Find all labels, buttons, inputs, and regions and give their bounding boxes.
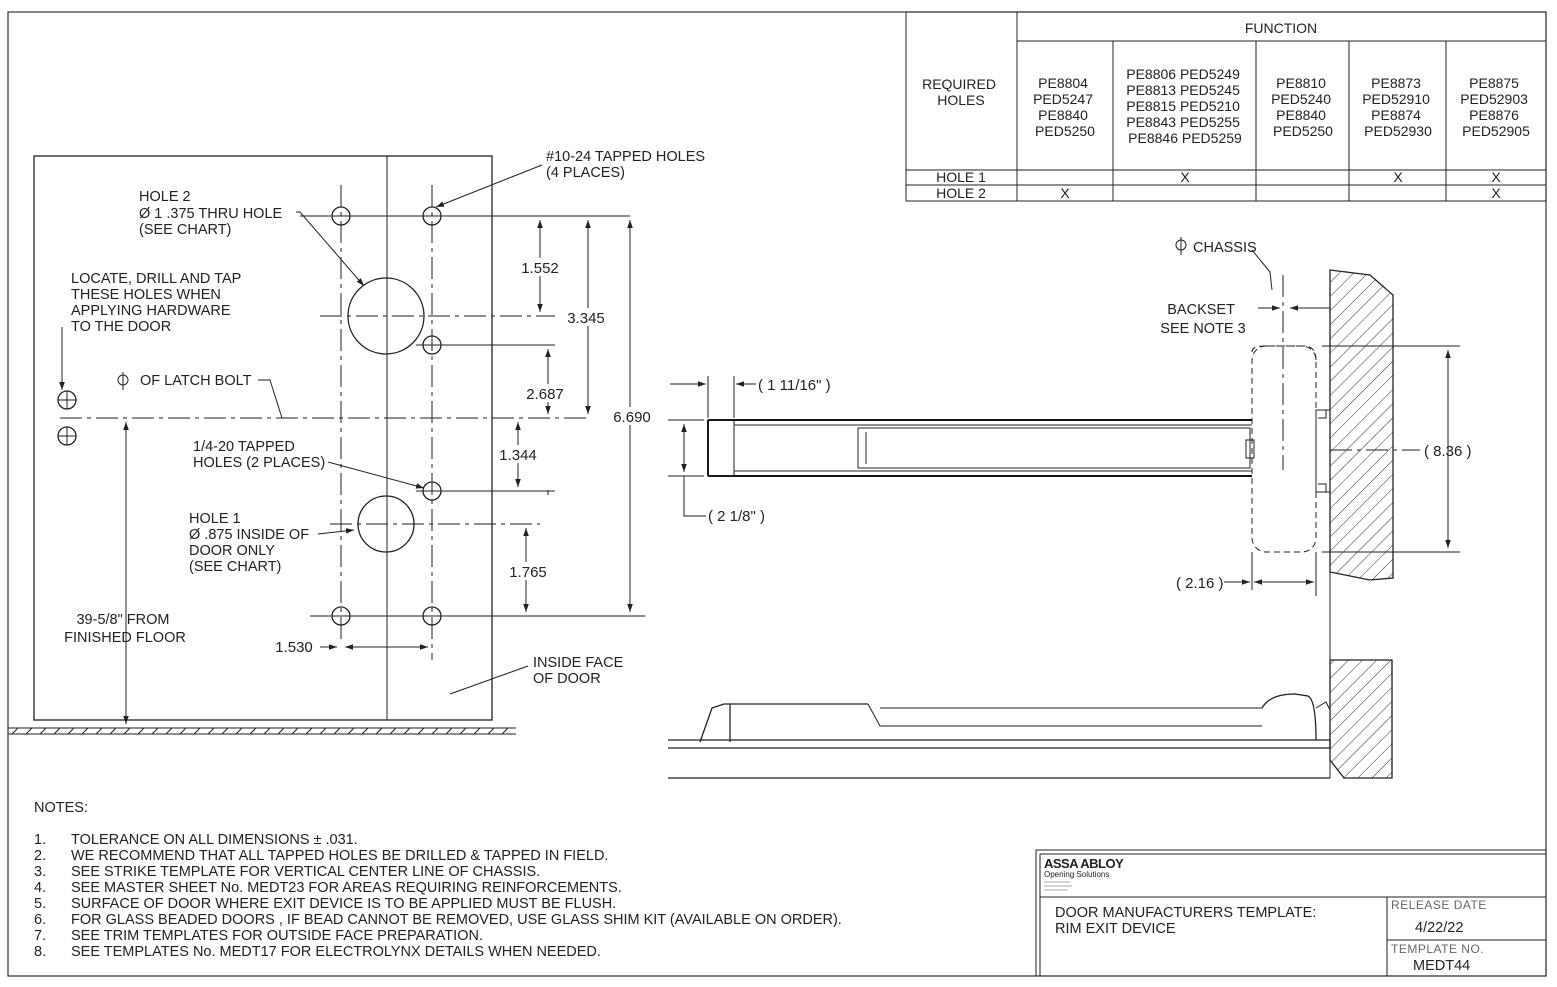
dim-1765: 1.765 — [509, 564, 547, 581]
svg-text:SEE TEMPLATES No. MEDT17 FOR E: SEE TEMPLATES No. MEDT17 FOR ELECTROLYNX… — [71, 944, 601, 960]
centerline-symbol-icon — [1175, 237, 1187, 255]
function-table: FUNCTION REQUIRED HOLES PE8804 PED5247 P… — [905, 11, 1547, 202]
note-item: 4. SEE MASTER SHEET No. MEDT23 FOR AREAS… — [34, 880, 622, 896]
template-title: DOOR MANUFACTURERS TEMPLATE: RIM EXIT DE… — [1055, 905, 1320, 937]
tapped-hole-10-24 — [331, 606, 351, 626]
dim-1530: 1.530 — [275, 639, 313, 656]
locate-drill-note: LOCATE, DRILL AND TAP THESE HOLES WHEN A… — [71, 271, 245, 335]
hole1-mark-4: X — [1393, 169, 1403, 185]
notes: NOTES: 1. TOLERANCE ON ALL DIMENSIONS ± … — [34, 800, 842, 960]
svg-text:8.: 8. — [34, 944, 46, 960]
door-outline — [33, 155, 493, 721]
svg-text:SEE TRIM TEMPLATES FOR OUTSIDE: SEE TRIM TEMPLATES FOR OUTSIDE FACE PREP… — [71, 928, 483, 944]
dim-2687: 2.687 — [526, 386, 564, 403]
tapped-1-4-20-label: 1/4-20 TAPPED HOLES (2 PLACES) — [193, 439, 325, 471]
dim-1552: 1.552 — [521, 260, 559, 277]
floor-note: 39-5/8" FROM FINISHED FLOOR — [64, 612, 186, 646]
dim-2-1-8: ( 2 1/8" ) — [708, 508, 765, 525]
function-col-5: PE8875 PED52903 PE8876 PED52905 — [1460, 75, 1532, 139]
title-block: ASSA ABLOY Opening Solutions DOOR MANUFA… — [1035, 849, 1547, 977]
door-frame-section — [1329, 269, 1394, 581]
hole-2-thru — [347, 277, 425, 355]
push-bar — [707, 419, 1252, 477]
front-view: 1.552 3.345 2.687 6.690 1.344 1.765 1.53… — [8, 149, 709, 735]
row-hole-2: HOLE 2 — [936, 185, 986, 201]
note-item: 8. SEE TEMPLATES No. MEDT17 FOR ELECTROL… — [34, 944, 601, 960]
svg-text:7.: 7. — [34, 928, 46, 944]
brand-logo: ASSA ABLOY — [1044, 856, 1124, 871]
function-col-1: PE8804 PED5247 PE8840 PED5250 — [1033, 75, 1097, 139]
tapped-hole-10-24 — [422, 606, 442, 626]
dim-2-16: ( 2.16 ) — [1176, 575, 1224, 592]
plan-view — [668, 659, 1393, 779]
template-no-label: TEMPLATE NO. — [1391, 942, 1484, 956]
template-no: MEDT44 — [1413, 958, 1470, 974]
function-col-2: PE8806 PED5249 PE8813 PED5245 PE8815 PED… — [1126, 66, 1244, 146]
function-col-3: PE8810 PED5240 PE8840 PED5250 — [1271, 75, 1335, 139]
svg-text:4.: 4. — [34, 880, 46, 896]
dim-3345: 3.345 — [567, 310, 605, 327]
release-date: 4/22/22 — [1415, 920, 1463, 936]
hole1-label: HOLE 1 Ø .875 INSIDE OF DOOR ONLY (SEE C… — [189, 511, 313, 575]
hole2-mark-1: X — [1060, 185, 1070, 201]
svg-text:1.: 1. — [34, 832, 46, 848]
svg-text:FOR GLASS BEADED DOORS , IF BE: FOR GLASS BEADED DOORS , IF BEAD CANNOT … — [71, 912, 842, 928]
note-item: 3. SEE STRIKE TEMPLATE FOR VERTICAL CENT… — [34, 864, 540, 880]
centerline-symbol-icon — [117, 372, 129, 390]
hole2-mark-5: X — [1491, 185, 1501, 201]
dim-8-36: ( 8.36 ) — [1424, 443, 1472, 460]
backset-label: BACKSET SEE NOTE 3 — [1160, 302, 1245, 337]
svg-text:SURFACE OF DOOR WHERE EXIT DEV: SURFACE OF DOOR WHERE EXIT DEVICE IS TO … — [71, 896, 616, 912]
dim-6690: 6.690 — [613, 409, 651, 426]
note-item: 2. WE RECOMMEND THAT ALL TAPPED HOLES BE… — [34, 848, 608, 864]
row-hole-1: HOLE 1 — [936, 169, 986, 185]
hole2-label: HOLE 2 Ø 1 .375 THRU HOLE (SEE CHART) — [139, 189, 286, 238]
tapped-hole-10-24 — [422, 206, 442, 226]
hole1-mark-5: X — [1491, 169, 1501, 185]
svg-text:SEE MASTER SHEET No. MEDT23 FO: SEE MASTER SHEET No. MEDT23 FOR AREAS RE… — [71, 880, 622, 896]
svg-text:5.: 5. — [34, 896, 46, 912]
svg-text:SEE STRIKE TEMPLATE FOR VERTIC: SEE STRIKE TEMPLATE FOR VERTICAL CENTER … — [71, 864, 540, 880]
svg-text:3.: 3. — [34, 864, 46, 880]
sheet-border — [7, 11, 1547, 977]
svg-text:WE RECOMMEND THAT ALL TAPPED H: WE RECOMMEND THAT ALL TAPPED HOLES BE DR… — [71, 848, 608, 864]
chassis-body — [1251, 345, 1317, 553]
dim-1-11-16: ( 1 11/16" ) — [758, 377, 831, 394]
hole1-mark-2: X — [1180, 169, 1190, 185]
inside-face-label: INSIDE FACE OF DOOR — [533, 655, 627, 687]
required-holes-header: REQUIRED HOLES — [922, 76, 1000, 108]
svg-text:TOLERANCE ON ALL DIMENSIONS ±: TOLERANCE ON ALL DIMENSIONS ± .031. — [71, 832, 358, 848]
svg-text:2.: 2. — [34, 848, 46, 864]
chassis-label: CHASSIS — [1193, 240, 1257, 256]
latch-bolt-label: OF LATCH BOLT — [140, 373, 252, 389]
function-col-4: PE8873 PED52910 PE8874 PED52930 — [1362, 75, 1434, 139]
function-header: FUNCTION — [1245, 20, 1317, 36]
note-item: 6. FOR GLASS BEADED DOORS , IF BEAD CANN… — [34, 912, 842, 928]
hole-1-inside — [357, 495, 415, 553]
note-item: 7. SEE TRIM TEMPLATES FOR OUTSIDE FACE P… — [34, 928, 483, 944]
floor-line — [8, 727, 516, 735]
tapped-hole-10-24 — [331, 206, 351, 226]
side-view: CHASSIS BACKSET SEE NOTE 3 — [668, 237, 1472, 779]
tapped-hole-1-4-20 — [422, 335, 442, 355]
notes-heading: NOTES: — [34, 800, 88, 816]
brand-tagline — [1044, 881, 1072, 891]
note-item: 1. TOLERANCE ON ALL DIMENSIONS ± .031. — [34, 832, 358, 848]
tapped-10-24-label: #10-24 TAPPED HOLES (4 PLACES) — [546, 149, 709, 181]
release-date-label: RELEASE DATE — [1391, 898, 1487, 912]
tapped-hole-1-4-20 — [422, 481, 442, 501]
svg-text:6.: 6. — [34, 912, 46, 928]
note-item: 5. SURFACE OF DOOR WHERE EXIT DEVICE IS … — [34, 896, 616, 912]
brand-subtitle: Opening Solutions — [1044, 870, 1109, 879]
dim-1344: 1.344 — [499, 447, 537, 464]
